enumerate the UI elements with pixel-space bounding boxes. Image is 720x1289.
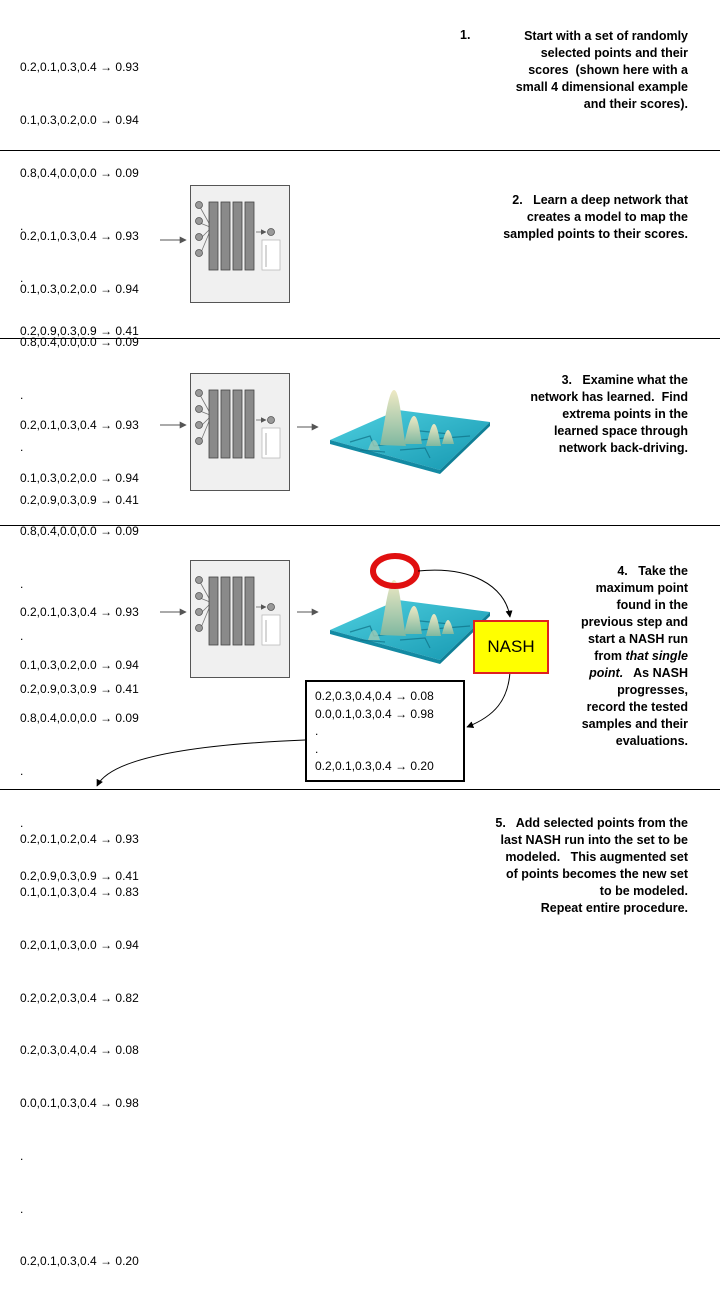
step3-point: . [20, 576, 24, 591]
step1-point: 0.1,0.3,0.2,0.0 → 0.94 [20, 112, 139, 127]
results-to-step5-arrow [96, 739, 306, 787]
step5-point: 0.2,0.1,0.3,0.4 → 0.20 [20, 1254, 139, 1269]
step3-line: network has learned. Find [530, 390, 688, 404]
maximum-point-ring [370, 553, 420, 589]
step4-line-as-nash: As NASH [623, 666, 688, 680]
step5-point: 0.0,0.1,0.3,0.4 → 0.98 [20, 1096, 139, 1111]
step5-point: 0.2,0.2,0.3,0.4 → 0.82 [20, 990, 139, 1005]
step3-points-list: 0.2,0.1,0.3,0.4 → 0.93 0.1,0.3,0.2,0.0 →… [20, 382, 139, 716]
step3-point: 0.8,0.4,0.0,0.0 → 0.09 [20, 523, 139, 538]
step3-line: extrema points in the [562, 407, 688, 421]
step2-point: 0.2,0.1,0.3,0.4 → 0.93 [20, 229, 139, 244]
step5-point: . [20, 1201, 24, 1216]
step1-line: selected points and their [540, 46, 688, 60]
step5-line: last NASH run into the set to be [500, 833, 688, 847]
step4-line-from: from [594, 649, 626, 663]
step2-line: creates a model to map the [526, 210, 688, 224]
step1-line: and their scores). [583, 97, 688, 111]
step3-line: 3. Examine what the [561, 373, 688, 387]
step2-line: sampled points to their scores. [503, 227, 688, 241]
step4-line: previous step and [581, 615, 688, 629]
step4-line: start a NASH run [587, 632, 688, 646]
step2-points-list: 0.2,0.1,0.3,0.4 → 0.93 0.1,0.3,0.2,0.0 →… [20, 193, 139, 527]
step4-line: evaluations. [615, 734, 688, 748]
step2-point: 0.2,0.9,0.3,0.9 → 0.41 [20, 493, 139, 508]
step3-description: 3. Examine what the network has learned.… [530, 372, 688, 457]
section-divider-2 [0, 338, 720, 339]
nash-result: . [315, 741, 319, 756]
step4-line: maximum point [595, 581, 688, 595]
step1-point: . [20, 218, 24, 233]
step1-line: scores (shown here with a [528, 63, 688, 77]
step5-line: modeled. This augmented set [505, 850, 688, 864]
step3-line: learned space through [553, 424, 688, 438]
step1-number: 1. [460, 28, 471, 42]
step4-line: samples and their [581, 717, 688, 731]
nash-box: NASH [473, 620, 549, 674]
step1-points-list: 0.2,0.1,0.3,0.4 → 0.93 0.1,0.3,0.2,0.0 →… [20, 24, 139, 358]
step4-point: 0.2,0.9,0.3,0.9 → 0.41 [20, 869, 139, 884]
step5-point: 0.2,0.1,0.3,0.0 → 0.94 [20, 937, 139, 952]
step3-point: 0.2,0.1,0.3,0.4 → 0.93 [20, 418, 139, 433]
step2-point: . [20, 387, 24, 402]
section-divider-4 [0, 789, 720, 790]
step1-point: 0.8,0.4,0.0,0.0 → 0.09 [20, 165, 139, 180]
step2-description: 2. Learn a deep network that creates a m… [503, 192, 688, 243]
step4-line: from that single [581, 648, 688, 665]
step5-description: 5. Add selected points from the last NAS… [495, 815, 688, 917]
step5-line: 5. Add selected points from the [495, 816, 688, 830]
step4-point: . [20, 816, 24, 831]
section-divider-1 [0, 150, 720, 151]
step4-line: point. As NASH [581, 665, 688, 682]
step2-point: 0.8,0.4,0.0,0.0 → 0.09 [20, 334, 139, 349]
step5-point: 0.2,0.3,0.4,0.4 → 0.08 [20, 1043, 139, 1058]
diagram-graphics [96, 0, 513, 787]
step5-point: . [20, 1148, 24, 1163]
step4-italic-that-single: that single [625, 649, 688, 663]
step3-point: 0.2,0.9,0.3,0.9 → 0.41 [20, 682, 139, 697]
nash-results-box: 0.2,0.3,0.4,0.4 → 0.08 0.0,0.1,0.3,0.4 →… [305, 680, 465, 782]
step4-line: record the tested [586, 700, 688, 714]
step2-network-diagram [196, 202, 281, 271]
step1-point: 0.2,0.1,0.3,0.4 → 0.93 [20, 60, 139, 75]
step2-point: 0.1,0.3,0.2,0.0 → 0.94 [20, 281, 139, 296]
step5-line: to be modeled. [599, 884, 688, 898]
step4-line: progresses, [617, 683, 688, 697]
step3-point: . [20, 629, 24, 644]
step3-learned-surface [329, 389, 491, 475]
step5-line: Repeat entire procedure. [540, 901, 688, 915]
step3-line: network back-driving. [558, 441, 688, 455]
step4-point: 0.8,0.4,0.0,0.0 → 0.09 [20, 710, 139, 725]
step4-point: 0.1,0.3,0.2,0.0 → 0.94 [20, 657, 139, 672]
step4-learned-surface [329, 579, 491, 665]
nash-result: . [315, 724, 319, 739]
step5-point: 0.1,0.1,0.3,0.4 → 0.83 [20, 884, 139, 899]
section-divider-3 [0, 525, 720, 526]
step4-line: found in the [616, 598, 688, 612]
step4-network-diagram [196, 577, 281, 646]
step4-description: 4. Take the maximum point found in the p… [581, 563, 688, 750]
step4-points-list: 0.2,0.1,0.3,0.4 → 0.93 0.1,0.3,0.2,0.0 →… [20, 569, 139, 903]
step1-line: small 4 dimensional example [515, 80, 688, 94]
step4-italic-point: point. [589, 666, 624, 680]
step1-point: . [20, 271, 24, 286]
step5-point: 0.2,0.1,0.2,0.4 → 0.93 [20, 832, 139, 847]
step5-line: of points becomes the new set [506, 867, 688, 881]
step4-point: 0.2,0.1,0.3,0.4 → 0.93 [20, 605, 139, 620]
nash-result: 0.2,0.3,0.4,0.4 → 0.08 [315, 689, 434, 703]
step4-line: 4. Take the [617, 564, 688, 578]
step2-point: . [20, 440, 24, 455]
nash-result: 0.2,0.1,0.3,0.4 → 0.20 [315, 759, 434, 774]
nash-result: 0.0,0.1,0.3,0.4 → 0.98 [315, 706, 434, 721]
step3-network-diagram [196, 390, 281, 459]
step4-point: . [20, 763, 24, 778]
step2-line: 2. Learn a deep network that [512, 193, 688, 207]
max-to-nash-arrow [417, 569, 513, 618]
step1-line: Start with a set of randomly [524, 29, 688, 43]
step1-point: 0.2,0.9,0.3,0.9 → 0.41 [20, 324, 139, 339]
step1-description: Start with a set of randomly selected po… [516, 28, 688, 113]
nash-to-results-arrow [466, 671, 511, 728]
step3-point: 0.1,0.3,0.2,0.0 → 0.94 [20, 470, 139, 485]
